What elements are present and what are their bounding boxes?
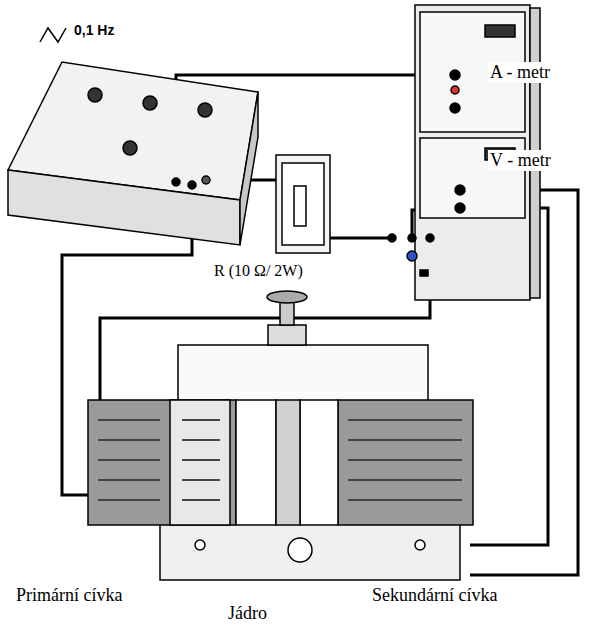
core bbox=[276, 400, 300, 525]
label-text: 0,1 Hz bbox=[72, 22, 116, 38]
function-generator bbox=[8, 62, 258, 245]
label-text: Sekundární cívka bbox=[370, 585, 499, 606]
label-text: R (10 Ω/ 2W) bbox=[212, 262, 305, 280]
resistor-symbol bbox=[276, 155, 330, 253]
label-text: A - metr bbox=[488, 62, 552, 83]
coil-windings bbox=[98, 420, 462, 500]
primary-coil bbox=[88, 400, 236, 525]
secondary-coil bbox=[338, 400, 473, 525]
label-text: Primární cívka bbox=[14, 585, 124, 606]
label-text: Jádro bbox=[226, 603, 269, 624]
transformer bbox=[88, 291, 473, 580]
label-text: V - metr bbox=[488, 150, 553, 171]
triangle-wave-symbol bbox=[40, 28, 66, 42]
